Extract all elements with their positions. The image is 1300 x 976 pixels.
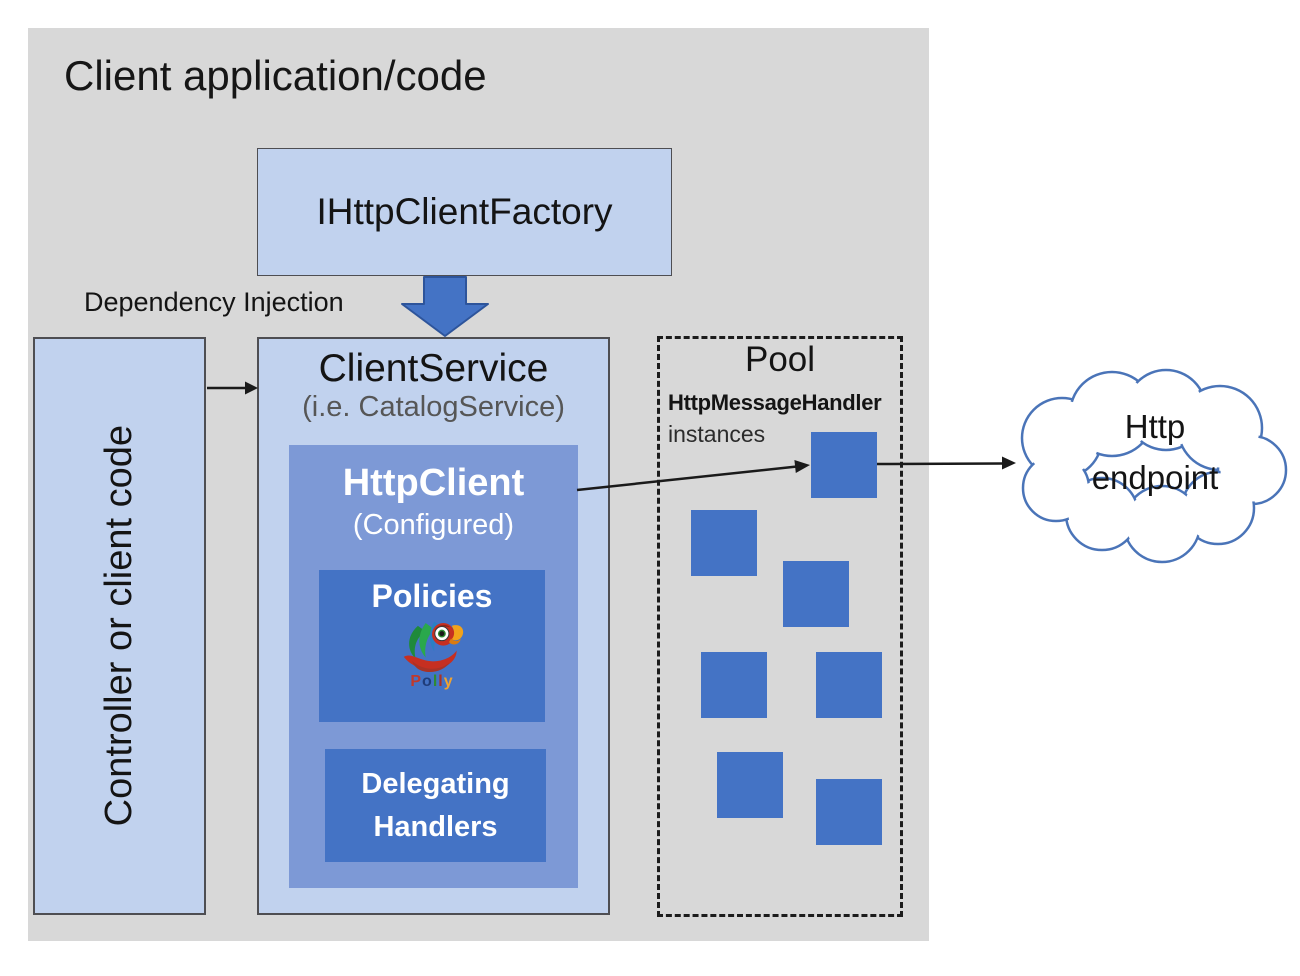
handler-instance-square <box>816 652 882 718</box>
controller-box: Controller or client code <box>33 337 206 915</box>
polly-letter: o <box>422 673 433 691</box>
http-endpoint-line1: Http <box>1124 408 1186 445</box>
handler-instance-square <box>691 510 757 576</box>
httpclient-title: HttpClient <box>342 462 525 504</box>
handler-instance-square <box>701 652 767 718</box>
delegating-handlers-box: Delegating Handlers <box>325 749 546 862</box>
http-endpoint-label: Http endpoint <box>1055 401 1255 503</box>
pool-instances-label: instances <box>668 421 766 447</box>
httpclient-box: HttpClient (Configured) Policies <box>289 445 578 888</box>
clientservice-subtitle: (i.e. CatalogService) <box>302 390 565 423</box>
clientservice-box: ClientService (i.e. CatalogService) Http… <box>257 337 610 915</box>
delegating-handlers-label: Delegating Handlers <box>361 768 510 843</box>
ihttpclientfactory-label: IHttpClientFactory <box>316 191 613 232</box>
polly-letter: P <box>410 673 423 691</box>
pool-handler-type-label: HttpMessageHandler <box>668 390 882 415</box>
polly-letter: l <box>432 673 439 691</box>
polly-parrot-icon <box>403 621 464 673</box>
handler-instance-square <box>816 779 882 845</box>
clientservice-title: ClientService <box>318 347 549 390</box>
handler-instance-square <box>783 561 849 627</box>
pool-box <box>657 336 903 917</box>
pool-title: Pool <box>744 340 816 379</box>
polly-logo: Polly <box>319 616 545 690</box>
polly-letter: l <box>438 673 444 691</box>
policies-label: Policies <box>371 578 493 614</box>
polly-letter: y <box>443 673 454 691</box>
http-endpoint-line2: endpoint <box>1091 459 1219 497</box>
diagram-title: Client application/code <box>64 52 487 99</box>
ihttpclientfactory-box: IHttpClientFactory <box>257 148 672 276</box>
polly-wordmark: Polly <box>410 674 453 690</box>
dependency-injection-label: Dependency Injection <box>84 287 344 317</box>
httpclient-subtitle: (Configured) <box>352 508 515 541</box>
handler-instance-square <box>717 752 783 818</box>
controller-box-label: Controller or client code <box>98 425 140 827</box>
handler-instance-square <box>811 432 877 498</box>
policies-box: Policies Polly <box>319 570 545 722</box>
